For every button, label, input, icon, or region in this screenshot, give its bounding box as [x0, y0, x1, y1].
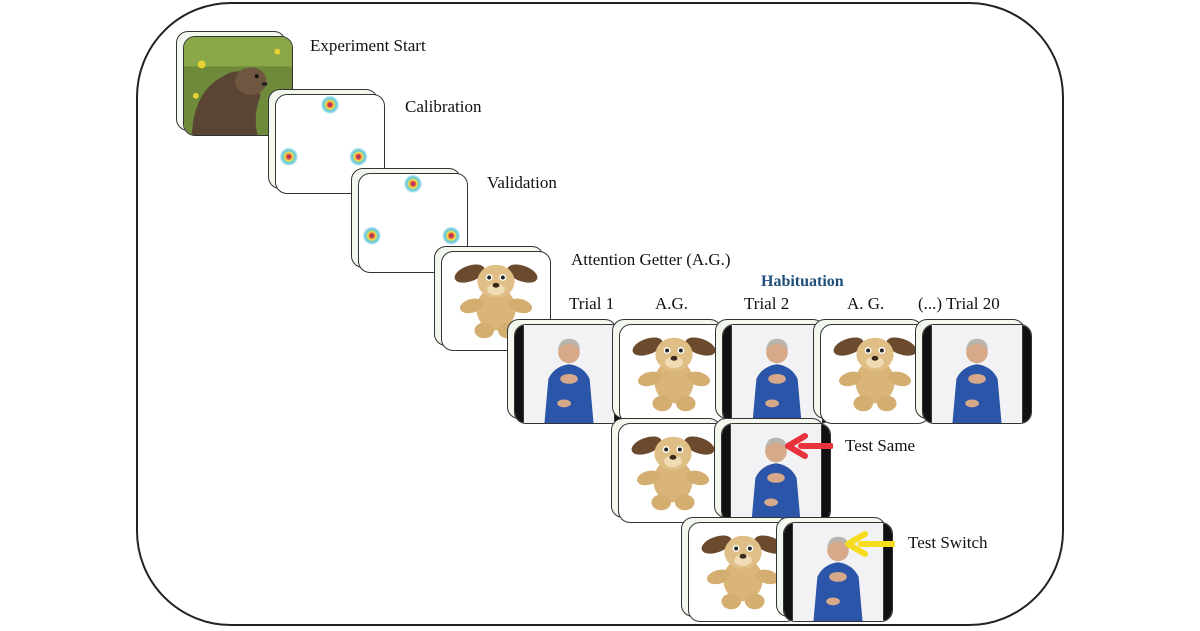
signer-video	[783, 522, 893, 622]
dog-toy-image	[618, 423, 728, 523]
calibration-target-left	[280, 147, 298, 166]
diagram-frame	[136, 2, 1064, 626]
card-trial-20	[915, 319, 1032, 424]
card-ag-2	[813, 319, 930, 424]
label-ag-1: A.G.	[655, 294, 689, 313]
label-experiment-start: Experiment Start	[310, 36, 426, 55]
label-validation: Validation	[487, 173, 557, 192]
red-arrow-icon	[785, 433, 833, 459]
card-test-same-ag	[611, 418, 728, 523]
signer-video	[922, 324, 1032, 424]
card-trial-1	[507, 319, 624, 424]
habituation-heading: Habituation	[761, 273, 844, 290]
card-ag-1	[612, 319, 729, 424]
validation-target-left	[363, 226, 381, 245]
label-trial-1: Trial 1	[569, 294, 615, 313]
label-calibration: Calibration	[405, 97, 482, 116]
signer-video	[514, 324, 624, 424]
label-trial-2: Trial 2	[744, 294, 790, 313]
calibration-target-top	[321, 95, 339, 114]
label-trial-20: (...) Trial 20	[918, 294, 1000, 313]
dog-toy-image	[619, 324, 729, 424]
card-validation	[351, 168, 468, 273]
validation-screen	[358, 173, 468, 273]
label-test-switch: Test Switch	[908, 533, 988, 552]
label-attention-getter: Attention Getter (A.G.)	[571, 250, 731, 269]
validation-target-right	[442, 226, 461, 245]
label-test-same: Test Same	[845, 436, 916, 455]
label-ag-2: A. G.	[847, 294, 885, 313]
yellow-arrow-icon	[845, 531, 895, 557]
validation-target-top	[404, 174, 422, 193]
dog-toy-image	[820, 324, 930, 424]
calibration-target-right	[349, 147, 368, 166]
card-attention-getter	[434, 246, 551, 351]
